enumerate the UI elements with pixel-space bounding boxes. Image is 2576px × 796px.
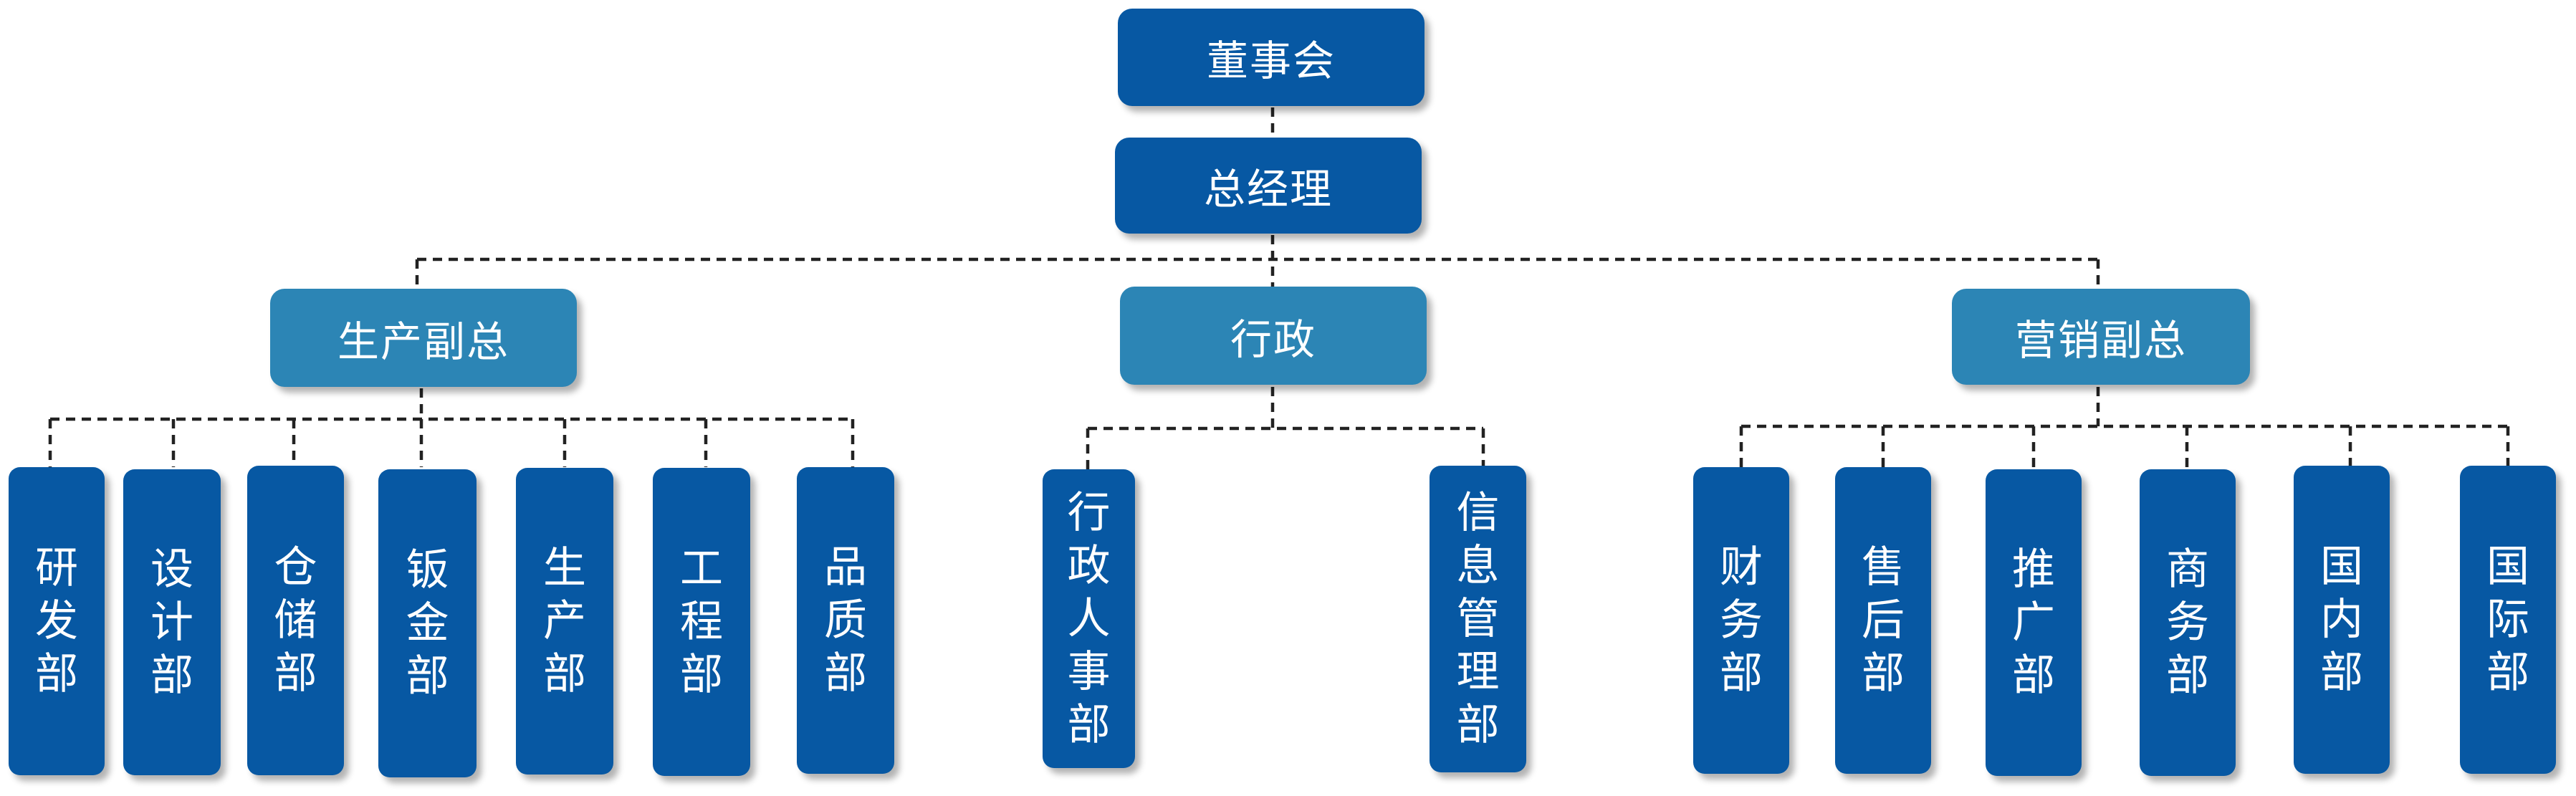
node-admin: 行政 (1120, 287, 1427, 385)
dept-production: 生产部 (516, 468, 613, 775)
dept-admin-hr: 行政人事部 (1043, 469, 1135, 768)
dept-promotion: 推广部 (1986, 469, 2082, 776)
node-production-vp: 生产副总 (270, 289, 577, 387)
dept-warehouse: 仓储部 (247, 466, 344, 775)
dept-quality: 品质部 (797, 467, 894, 774)
dept-rnd: 研发部 (9, 467, 105, 775)
dept-engineering: 工程部 (653, 468, 750, 776)
dept-info-management: 信息管理部 (1430, 466, 1526, 772)
dept-international: 国际部 (2460, 466, 2556, 774)
node-sales-vp: 营销副总 (1952, 289, 2250, 385)
node-board: 董事会 (1118, 9, 1425, 106)
node-general-manager: 总经理 (1115, 138, 1422, 234)
dept-sheet-metal: 钣金部 (378, 469, 477, 777)
dept-business: 商务部 (2140, 469, 2236, 776)
dept-finance: 财务部 (1693, 467, 1789, 774)
dept-domestic: 国内部 (2294, 466, 2390, 774)
dept-design: 设计部 (123, 469, 221, 775)
dept-after-sales: 售后部 (1835, 467, 1931, 774)
